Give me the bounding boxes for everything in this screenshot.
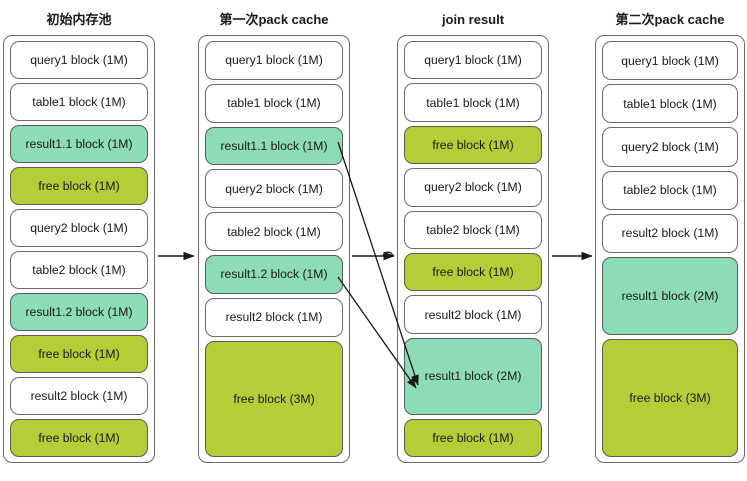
memory-block: table1 block (1M) (10, 83, 148, 121)
memory-block-label: free block (1M) (432, 430, 514, 445)
memory-block-label: query2 block (1M) (424, 180, 522, 195)
memory-block: free block (3M) (602, 339, 738, 457)
memory-block-label: result1.1 block (1M) (25, 137, 133, 151)
memory-block: result2 block (1M) (602, 213, 738, 253)
memory-pool-container: query1 block (1M) table1 block (1M) result… (198, 35, 350, 463)
memory-block: free block (1M) (10, 419, 148, 457)
column-second-pack-cache: 第二次pack cache query1 block (1M) table1 bl… (595, 12, 745, 463)
memory-block: free block (1M) (10, 167, 148, 205)
memory-block: result2 block (1M) (10, 377, 148, 415)
memory-pool-container: query1 block (1M) table1 block (1M) free b… (397, 35, 549, 463)
memory-block-label: query2 block (1M) (621, 139, 719, 154)
column-first-pack-cache: 第一次pack cache query1 block (1M) table1 bl… (198, 12, 350, 463)
memory-block-label: result1.2 block (1M) (25, 305, 133, 319)
memory-block: table1 block (1M) (404, 83, 542, 122)
memory-block-label: table2 block (1M) (227, 224, 321, 239)
memory-block-label: table1 block (1M) (32, 95, 126, 109)
memory-block: query2 block (1M) (602, 127, 738, 167)
memory-block-label: table1 block (1M) (426, 95, 520, 110)
column-title: 第一次pack cache (219, 12, 329, 27)
memory-block-label: result2 block (1M) (30, 389, 128, 403)
memory-block-label: result2 block (1M) (225, 310, 323, 325)
memory-block: result1 block (2M) (602, 256, 738, 336)
memory-block: free block (1M) (404, 418, 542, 457)
memory-block-label: query1 block (1M) (225, 53, 323, 68)
column-initial-memory-pool: 初始内存池 query1 block (1M) table1 block (1M)… (3, 12, 155, 463)
memory-block-label: query2 block (1M) (225, 181, 323, 196)
memory-block: query1 block (1M) (205, 41, 343, 80)
memory-pool-container: query1 block (1M) table1 block (1M) query2… (595, 35, 745, 463)
memory-block: table1 block (1M) (205, 83, 343, 123)
memory-block: query2 block (1M) (205, 169, 343, 209)
memory-block-label: table1 block (1M) (227, 96, 321, 111)
column-join-result: join result query1 block (1M) table1 bloc… (397, 12, 549, 463)
memory-block: free block (3M) (205, 340, 343, 457)
memory-block: free block (1M) (404, 125, 542, 165)
memory-block: result1.2 block (1M) (205, 254, 343, 294)
column-title: 第二次pack cache (615, 12, 725, 27)
memory-block-label: table2 block (1M) (623, 183, 717, 198)
memory-block: result1.2 block (1M) (10, 293, 148, 331)
memory-block: result1.1 block (1M) (10, 125, 148, 163)
memory-block: table2 block (1M) (205, 212, 343, 251)
memory-block-label: query1 block (1M) (424, 53, 522, 68)
memory-block: result1 block (2M) (404, 337, 542, 415)
flow-arrow-pack1-to-join (352, 251, 395, 261)
memory-block: table2 block (1M) (602, 170, 738, 210)
memory-block: free block (1M) (10, 335, 148, 373)
memory-block-label: result1 block (2M) (424, 369, 522, 384)
memory-block-label: query1 block (1M) (30, 53, 128, 67)
memory-block: result2 block (1M) (205, 297, 343, 337)
memory-block: table2 block (1M) (404, 210, 542, 249)
memory-block-label: result1.1 block (1M) (220, 138, 328, 153)
memory-block-label: table2 block (1M) (426, 222, 520, 237)
memory-block-label: free block (1M) (38, 347, 120, 361)
memory-block-label: result2 block (1M) (621, 226, 719, 241)
memory-pool-container: query1 block (1M) table1 block (1M) result… (3, 35, 155, 463)
memory-block-label: free block (3M) (629, 391, 711, 406)
memory-block: result1.1 block (1M) (205, 126, 343, 166)
column-title: join result (441, 12, 505, 27)
memory-block: table1 block (1M) (602, 84, 738, 124)
memory-block-label: free block (1M) (432, 265, 514, 280)
memory-block-label: result1 block (2M) (621, 289, 719, 304)
memory-block-label: query2 block (1M) (30, 221, 128, 235)
memory-block: query2 block (1M) (404, 168, 542, 207)
memory-block-label: free block (3M) (233, 391, 315, 406)
memory-block: free block (1M) (404, 252, 542, 292)
column-title: 初始内存池 (46, 12, 112, 27)
memory-block-label: result1.2 block (1M) (220, 267, 328, 282)
memory-block: table2 block (1M) (10, 251, 148, 289)
memory-block-label: query1 block (1M) (621, 53, 719, 68)
memory-block-label: table2 block (1M) (32, 263, 126, 277)
memory-block-label: free block (1M) (38, 179, 120, 193)
memory-block: query1 block (1M) (10, 41, 148, 79)
memory-block-label: table1 block (1M) (623, 96, 717, 111)
memory-block-label: free block (1M) (432, 137, 514, 152)
memory-block: query1 block (1M) (404, 41, 542, 80)
memory-block: result2 block (1M) (404, 295, 542, 334)
memory-block-label: result2 block (1M) (424, 307, 522, 322)
memory-block-label: free block (1M) (38, 431, 120, 445)
memory-block: query1 block (1M) (602, 41, 738, 81)
memory-block: query2 block (1M) (10, 209, 148, 247)
